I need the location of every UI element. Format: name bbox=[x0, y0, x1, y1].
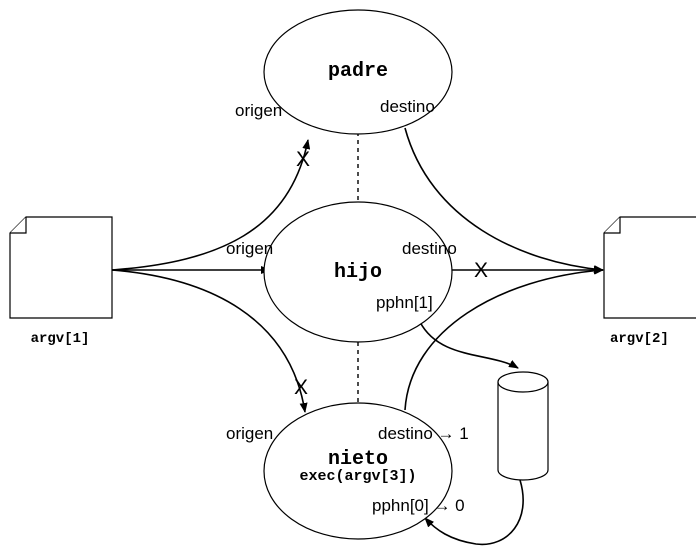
padre-destino-label: destino bbox=[380, 97, 435, 116]
output-file-fold-icon bbox=[604, 217, 621, 234]
input-file-icon bbox=[9, 216, 113, 319]
input-to-nieto-line bbox=[111, 269, 308, 413]
hijo-title: hijo bbox=[334, 261, 382, 284]
hijo-destino-label: destino bbox=[402, 239, 457, 258]
nieto-origen-label: origen bbox=[226, 424, 273, 443]
padre-origen-label: origen bbox=[235, 101, 282, 120]
nieto-pipe-label: pphn[0] → 0 bbox=[372, 496, 465, 515]
pipe-to-nieto-line bbox=[424, 479, 524, 546]
x-mark-hijo: X bbox=[474, 259, 488, 282]
input-file-fold-icon bbox=[10, 217, 27, 234]
x-mark-padre: X bbox=[296, 148, 310, 171]
padre-process-ellipse bbox=[263, 9, 453, 135]
pipe-cylinder-top bbox=[497, 371, 549, 393]
nieto-destino-label: destino → 1 bbox=[378, 424, 469, 443]
nieto-process-ellipse bbox=[263, 402, 453, 540]
hijo-pipe-label: pphn[1] bbox=[376, 293, 433, 312]
hijo-origen-label: origen bbox=[226, 239, 273, 258]
padre-title: padre bbox=[328, 60, 388, 83]
output-file-name: argv[2] bbox=[610, 331, 669, 347]
pipe-cylinder-icon bbox=[497, 382, 549, 481]
input-file-name: argv[1] bbox=[31, 331, 90, 347]
padre-to-output-line bbox=[404, 127, 604, 274]
nieto-to-output-line bbox=[404, 266, 604, 411]
input-to-padre-line bbox=[111, 139, 311, 271]
nieto-title: nieto bbox=[328, 448, 388, 471]
nieto-exec-label: exec(argv[3]) bbox=[299, 468, 416, 485]
hijo-process-ellipse bbox=[263, 201, 453, 343]
x-mark-nieto: X bbox=[294, 376, 308, 399]
hijo-to-pipe-line bbox=[419, 321, 519, 369]
